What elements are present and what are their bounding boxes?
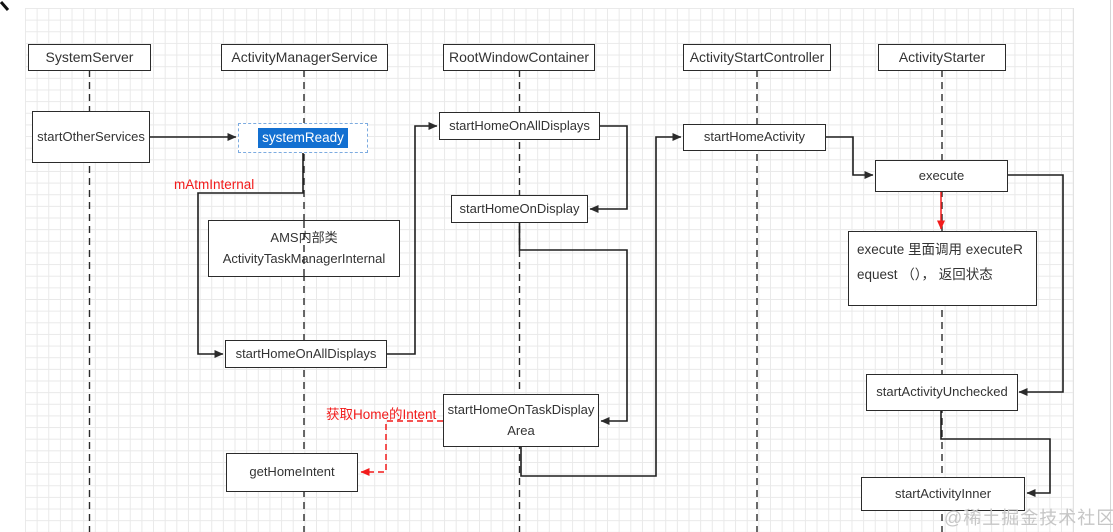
node-label: startHomeOnAllDisplays [235,345,377,361]
node-start-home-on-task-display-area[interactable]: startHomeOnTaskDisplayArea [443,394,599,447]
node-ams-internal[interactable]: AMS内部类 ActivityTaskManagerInternal [208,220,400,277]
lifeline-head-activity-manager-service[interactable]: ActivityManagerService [221,44,388,71]
corner-mark-icon [0,1,10,11]
lifeline-head-root-window-container[interactable]: RootWindowContainer [443,44,595,71]
window-edge-line [1110,0,1111,532]
node-label: startHomeOnAllDisplays [449,117,590,133]
node-label: startHomeOnDisplay [459,200,580,216]
lifeline-label: SystemServer [45,48,134,65]
annotation-get-home-intent-hint: 获取Home的Intent [326,407,437,422]
lifeline-label: ActivityStarter [898,48,986,65]
node-label: startHomeActivity [703,129,806,145]
note-text: execute 里面调用 executeRequest （）， 返回状态 [857,242,1023,282]
node-start-home-activity[interactable]: startHomeActivity [683,124,826,151]
node-start-home-on-all-displays-rwc[interactable]: startHomeOnAllDisplays [439,112,600,140]
node-get-home-intent[interactable]: getHomeIntent [226,453,358,492]
node-start-home-on-all-displays-ams[interactable]: startHomeOnAllDisplays [225,340,387,368]
lifeline-head-activity-start-controller[interactable]: ActivityStartController [683,44,831,71]
lifeline-label: ActivityStartController [689,48,825,65]
lifeline-label: RootWindowContainer [448,48,590,65]
watermark-text: @稀土掘金技术社区 [944,508,1113,528]
node-label: AMS内部类 ActivityTaskManagerInternal [222,230,386,266]
node-execute-note[interactable]: execute 里面调用 executeRequest （）， 返回状态 [848,231,1037,306]
node-label: startActivityInner [894,485,992,501]
annotation-m-atm-internal: mAtmInternal [174,177,255,192]
node-start-activity-unchecked[interactable]: startActivityUnchecked [866,374,1018,411]
node-label: execute [918,167,965,183]
lifeline-label: ActivityManagerService [231,48,378,65]
node-start-other-services[interactable]: startOtherServices [32,111,150,163]
node-system-ready-selected[interactable]: systemReady [238,123,368,153]
node-label: getHomeIntent [249,464,335,480]
node-start-home-on-display[interactable]: startHomeOnDisplay [451,195,588,223]
node-label: startOtherServices [37,128,145,144]
selected-text-highlight[interactable]: systemReady [258,127,348,149]
node-label: startActivityUnchecked [876,384,1008,400]
lifeline-head-system-server[interactable]: SystemServer [28,44,151,71]
lifeline-head-activity-starter[interactable]: ActivityStarter [878,44,1006,71]
node-label: startHomeOnTaskDisplayArea [447,402,595,438]
node-execute[interactable]: execute [875,160,1008,192]
